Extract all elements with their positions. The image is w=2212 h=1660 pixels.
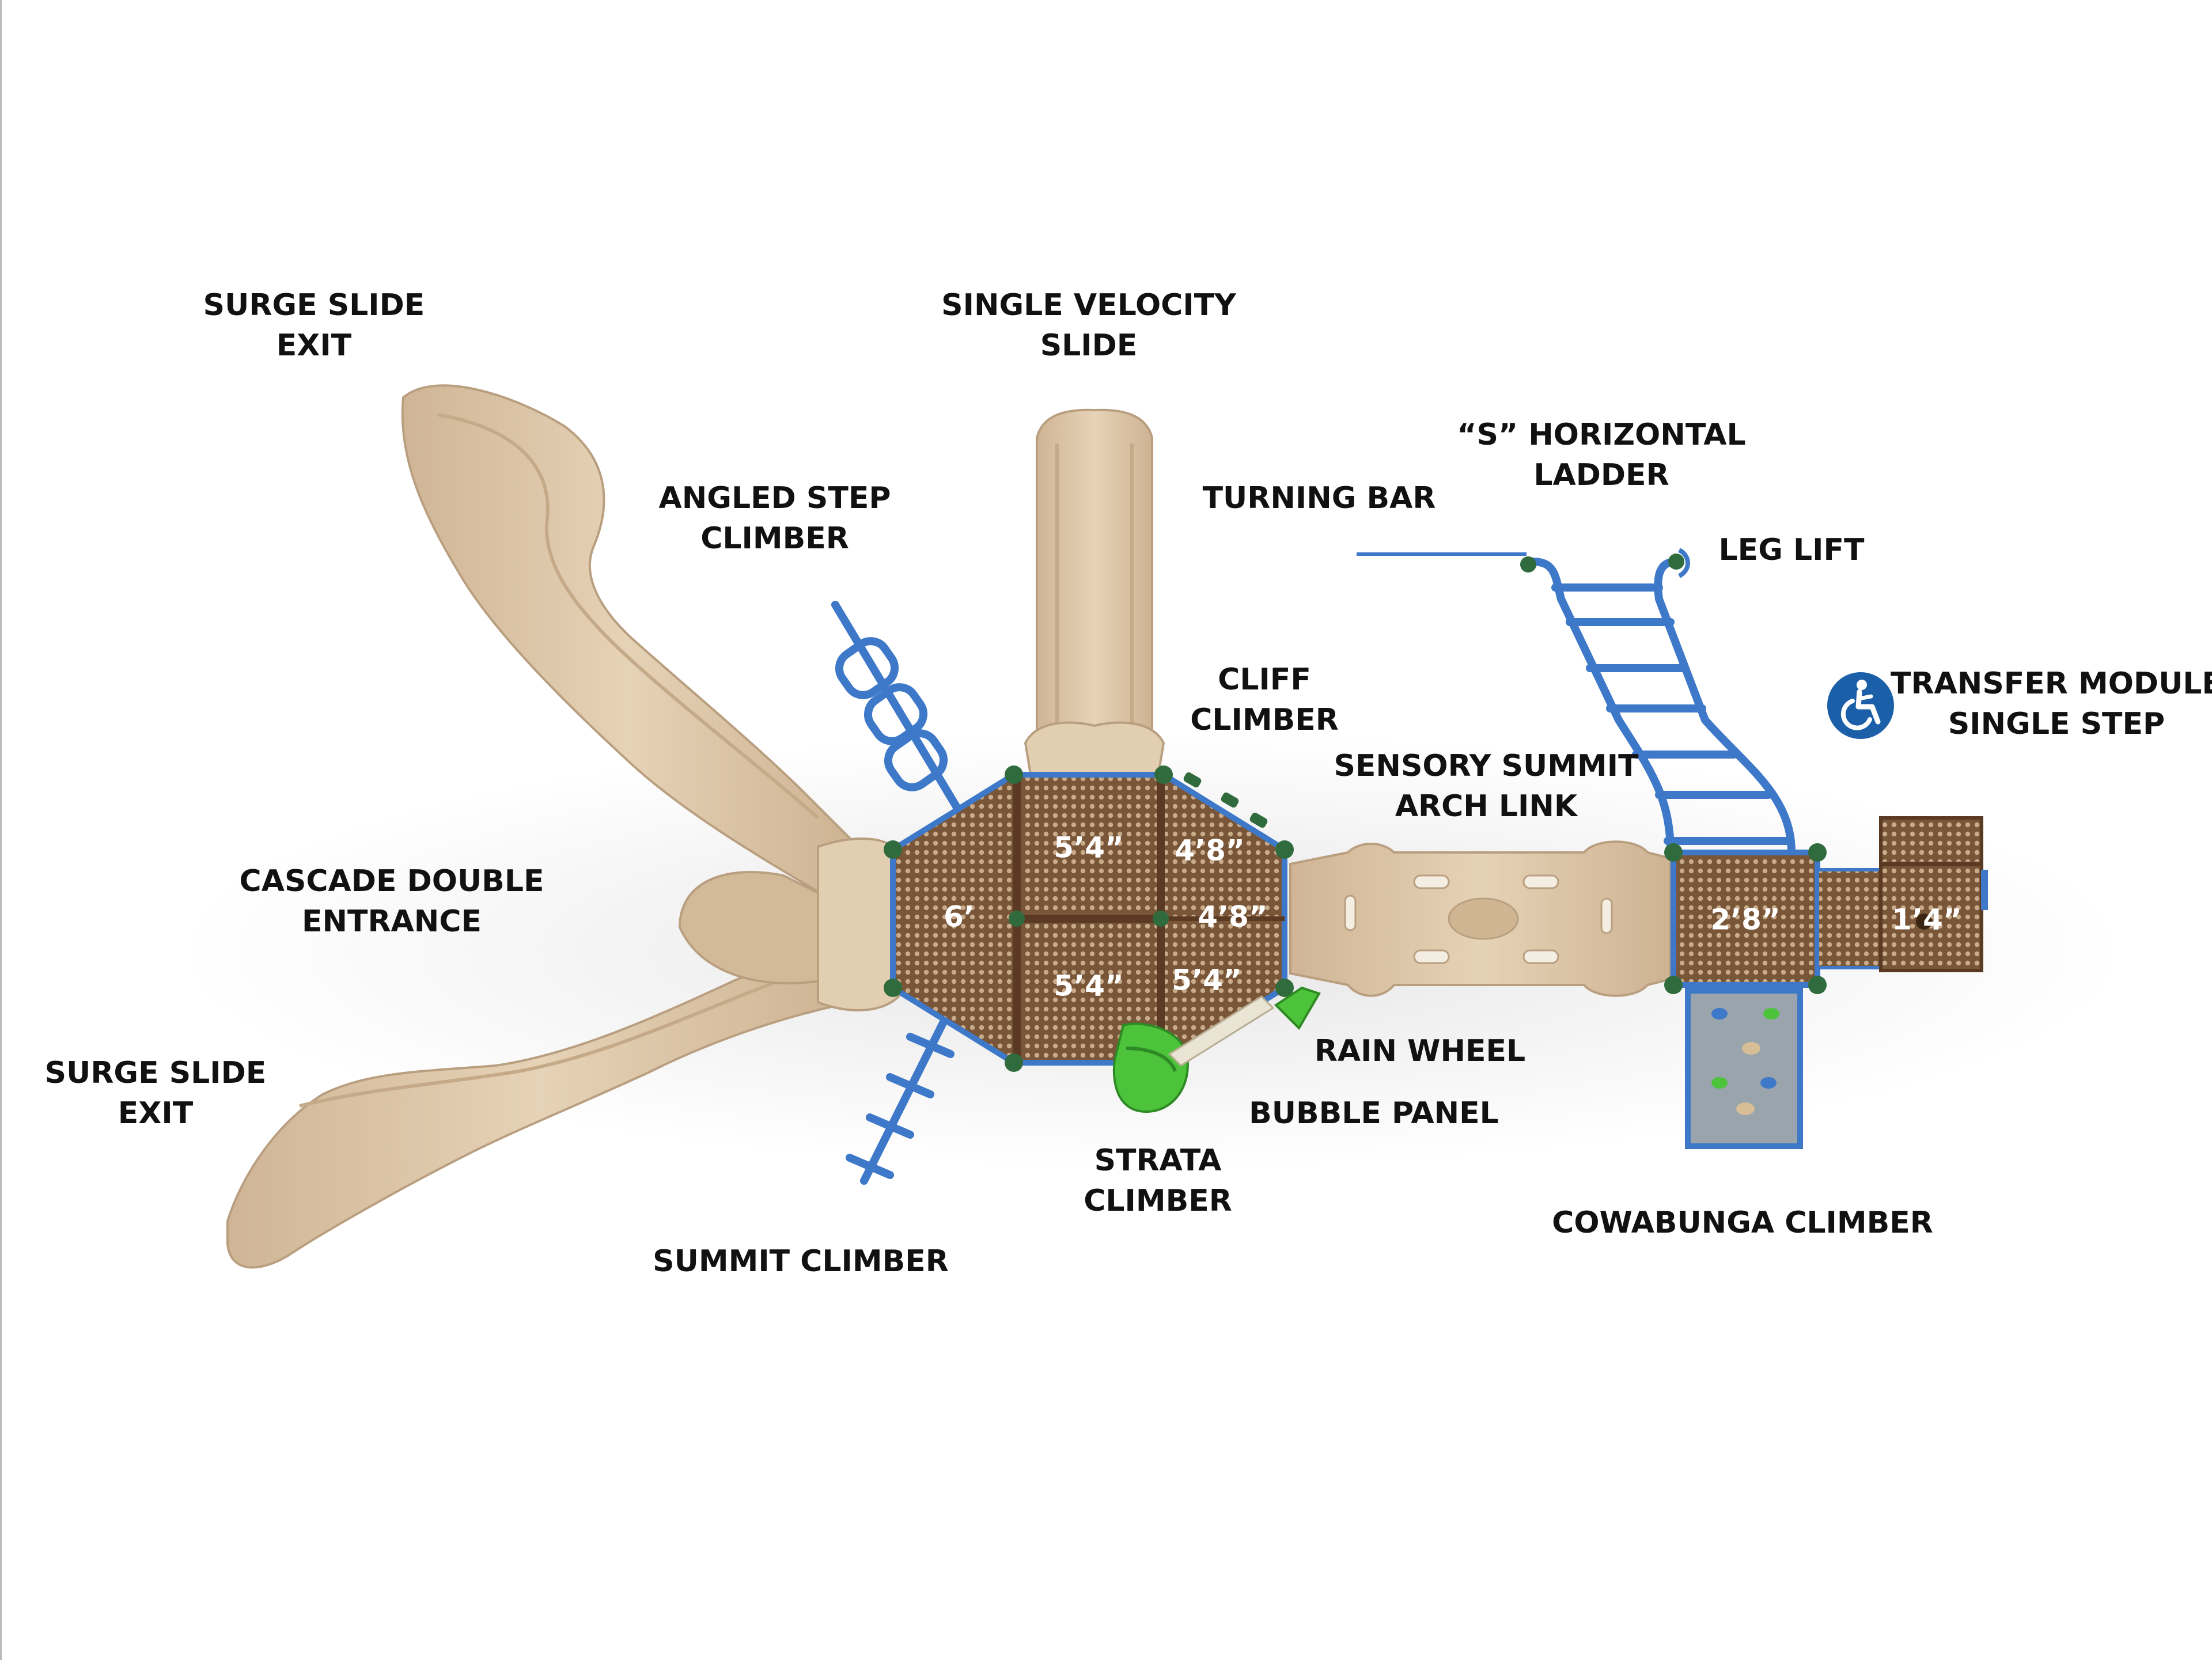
single-velocity-slide	[1024, 408, 1165, 779]
leg-lift	[1677, 548, 1690, 578]
sensory-summit-arch-link	[1289, 840, 1672, 997]
deck-height-54-right: 5’4”	[1172, 964, 1241, 997]
right-deck: 2’8”	[1664, 843, 1827, 994]
label-cowabunga-climber: COWABUNGA CLIMBER	[1552, 1206, 1933, 1240]
deck-height-48-top: 4’8”	[1175, 834, 1244, 867]
strata-climber	[1112, 1022, 1189, 1113]
surge-slide-lower	[226, 949, 854, 1269]
angled-step-climber	[831, 601, 960, 810]
label-summit-climber: SUMMIT CLIMBER	[653, 1244, 949, 1279]
bubble-panel	[1168, 995, 1275, 1067]
transfer-module: 1’4”	[1816, 816, 1988, 972]
left-edge-rule	[0, 0, 2, 1660]
s-horizontal-ladder	[1520, 554, 1796, 856]
deck-height-54-bottom: 5’4”	[1054, 969, 1123, 1003]
deck-height-48-mid: 4’8”	[1198, 900, 1267, 934]
label-leg-lift: LEG LIFT	[1718, 533, 1865, 567]
deck-height-54-top: 5’4”	[1054, 831, 1123, 865]
deck-height-6: 6’	[944, 900, 975, 934]
cascade-double-entrance	[678, 837, 900, 1011]
main-deck-cluster: 6’ 5’4” 4’8” 4’8” 5’4” 5’4”	[884, 765, 1294, 1072]
label-bubble-panel: BUBBLE PANEL	[1249, 1096, 1499, 1131]
cliff-climber	[1183, 772, 1268, 828]
cowabunga-climber	[1685, 988, 1803, 1149]
deck-height-14: 1’4”	[1892, 903, 1961, 937]
label-turning-bar: TURNING BAR	[1202, 481, 1436, 516]
rain-wheel	[1274, 986, 1321, 1030]
wheelchair-accessibility-icon	[1827, 672, 1894, 739]
deck-height-28: 2’8”	[1710, 903, 1780, 937]
surge-slide-upper	[401, 384, 854, 900]
label-rain-wheel: RAIN WHEEL	[1314, 1034, 1526, 1068]
summit-climber	[846, 1015, 955, 1185]
